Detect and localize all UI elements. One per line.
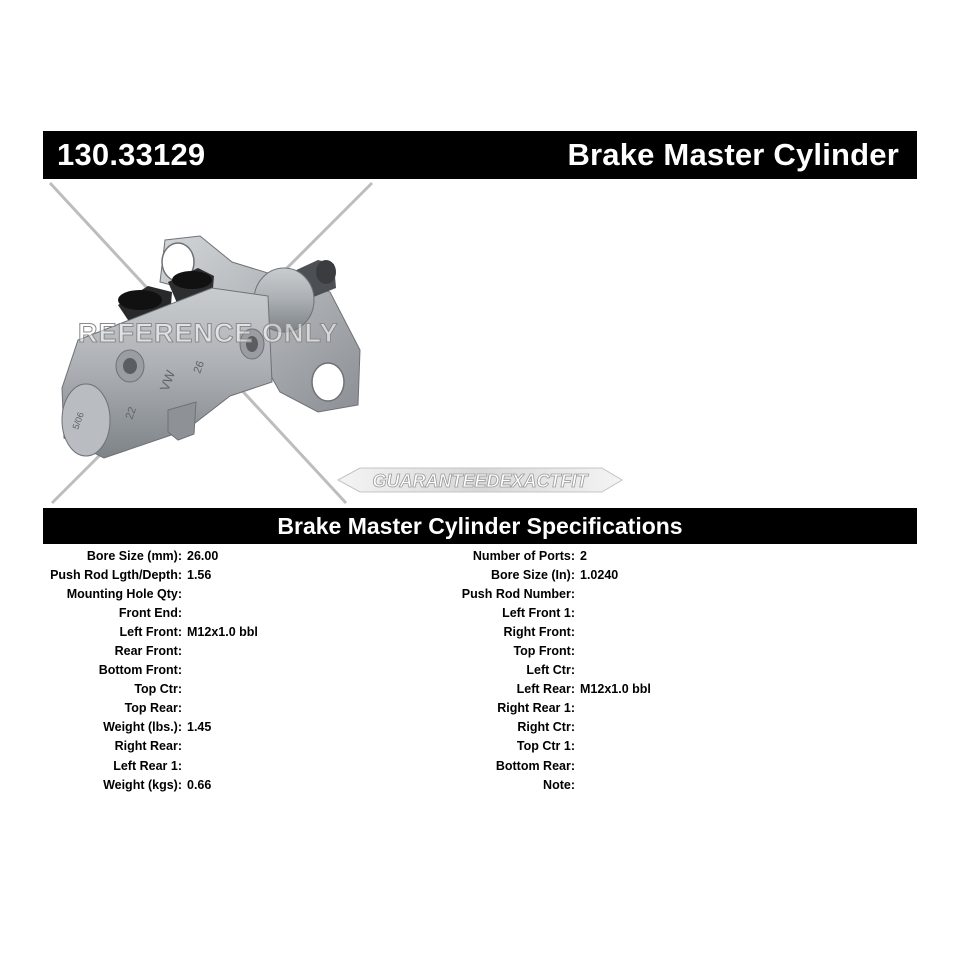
- casting-mark: VW: [157, 368, 179, 393]
- spec-value: M12x1.0 bbl: [187, 624, 258, 639]
- guaranteed-exact-fit-badge: GUARANTEEDEXACTFIT: [336, 467, 623, 493]
- spec-value: 2: [580, 548, 587, 563]
- spec-row: Right Front:: [460, 622, 651, 641]
- spec-row: Bore Size (In): 1.0240: [460, 565, 651, 584]
- spec-value: 0.66: [187, 777, 212, 792]
- specs-left-column: Bore Size (mm): 26.00 Push Rod Lgth/Depth…: [43, 546, 258, 794]
- spec-row: Front End:: [43, 603, 258, 622]
- spec-value: 1.45: [187, 720, 212, 735]
- reference-only-watermark: REFERENCE ONLY: [78, 318, 339, 348]
- spec-row: Note:: [460, 775, 651, 794]
- spec-label: Left Front:: [119, 624, 182, 639]
- spec-label: Mounting Hole Qty:: [66, 586, 182, 601]
- spec-row: Push Rod Number:: [460, 584, 651, 603]
- spec-row: Bottom Front:: [43, 661, 258, 680]
- spec-row: Rear Front:: [43, 641, 258, 660]
- spec-row: Top Rear:: [43, 699, 258, 718]
- spec-label: Top Rear:: [124, 701, 182, 716]
- specs-header-bar: Brake Master Cylinder Specifications: [43, 508, 917, 544]
- casting-mark: 26: [192, 359, 207, 375]
- spec-row: Mounting Hole Qty:: [43, 584, 258, 603]
- spec-row: Bore Size (mm): 26.00: [43, 546, 258, 565]
- specs-title: Brake Master Cylinder Specifications: [277, 512, 683, 539]
- spec-label: Right Rear:: [114, 739, 182, 754]
- casting-mark: 22: [124, 405, 139, 421]
- header-bar: 130.33129 Brake Master Cylinder: [43, 131, 917, 179]
- spec-label: Weight (kgs):: [103, 777, 182, 792]
- spec-label: Right Front:: [503, 624, 575, 639]
- spec-label: Bore Size (In):: [490, 567, 575, 582]
- spec-label: Left Rear:: [516, 682, 575, 697]
- spec-label: Left Rear 1:: [113, 758, 182, 773]
- spec-row: Left Ctr:: [460, 661, 651, 680]
- spec-label: Push Rod Number:: [461, 586, 575, 601]
- spec-row: Left Front 1:: [460, 603, 651, 622]
- spec-row: Right Rear 1:: [460, 699, 651, 718]
- spec-row: Left Front: M12x1.0 bbl: [43, 622, 258, 641]
- spec-label: Top Front:: [513, 644, 575, 659]
- spec-row: Left Rear: M12x1.0 bbl: [460, 680, 651, 699]
- spec-label: Bore Size (mm):: [86, 548, 182, 563]
- spec-label: Right Rear 1:: [497, 701, 575, 716]
- spec-label: Push Rod Lgth/Depth:: [50, 567, 182, 582]
- spec-row: Weight (lbs.): 1.45: [43, 718, 258, 737]
- spec-value: 26.00: [187, 548, 219, 563]
- spec-row: Right Rear:: [43, 737, 258, 756]
- spec-label: Bottom Rear:: [495, 758, 575, 773]
- spec-row: Top Ctr:: [43, 680, 258, 699]
- spec-value: M12x1.0 bbl: [580, 682, 651, 697]
- master-cylinder-illustration: VW 26 22 5/06 REFERENCE ONLY GUARANTEEDE…: [48, 181, 623, 505]
- page-title: Brake Master Cylinder: [567, 137, 899, 172]
- spec-label: Left Front 1:: [502, 605, 575, 620]
- spec-value: 1.56: [187, 567, 212, 582]
- spec-row: Left Rear 1:: [43, 756, 258, 775]
- spec-label: Bottom Front:: [98, 663, 182, 678]
- spec-label: Top Ctr:: [134, 682, 182, 697]
- spec-label: Right Ctr:: [517, 720, 575, 735]
- spec-row: Right Ctr:: [460, 718, 651, 737]
- spec-row: Top Ctr 1:: [460, 737, 651, 756]
- spec-label: Left Ctr:: [526, 663, 575, 678]
- spec-value: 1.0240: [580, 567, 619, 582]
- spec-label: Rear Front:: [114, 644, 182, 659]
- spec-row: Weight (kgs): 0.66: [43, 775, 258, 794]
- part-number: 130.33129: [57, 137, 206, 172]
- specs-right-column: Number of Ports:2 Bore Size (In):1.0240 …: [460, 546, 651, 794]
- spec-label: Front End:: [118, 605, 182, 620]
- spec-row: Number of Ports: 2: [460, 546, 651, 565]
- product-image-area: VW 26 22 5/06 REFERENCE ONLY GUARANTEEDE…: [43, 179, 917, 507]
- badge-text: GUARANTEEDEXACTFIT: [373, 471, 590, 491]
- spec-label: Weight (lbs.):: [103, 720, 182, 735]
- spec-label: Note:: [543, 777, 575, 792]
- spec-row: Top Front:: [460, 641, 651, 660]
- spec-label: Top Ctr 1:: [516, 739, 575, 754]
- spec-row: Bottom Rear:: [460, 756, 651, 775]
- spec-label: Number of Ports:: [472, 548, 575, 563]
- spec-row: Push Rod Lgth/Depth: 1.56: [43, 565, 258, 584]
